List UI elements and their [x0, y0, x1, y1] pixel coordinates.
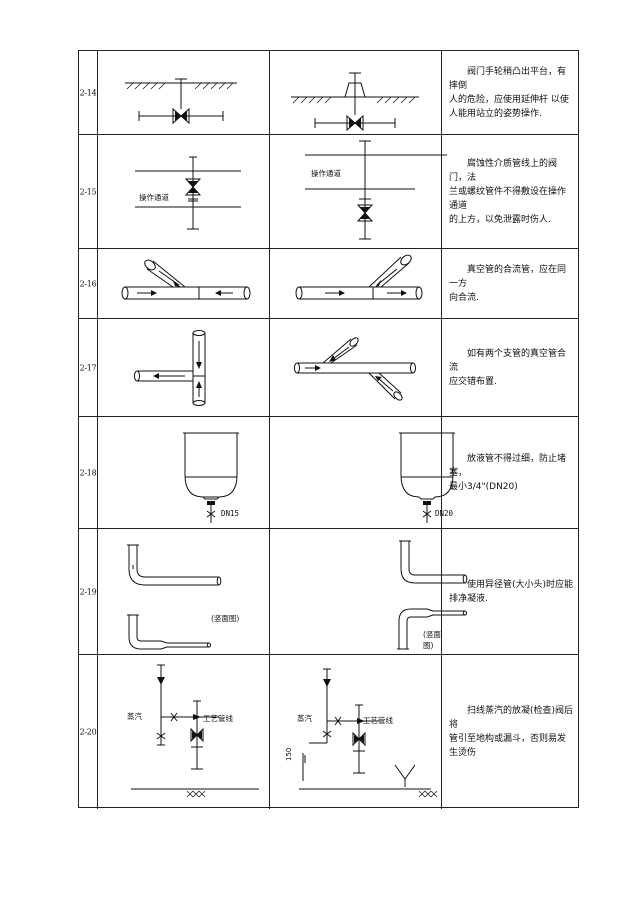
note-text: 如有两个支管的真空管合流 应交错布置. — [449, 348, 567, 387]
row-id-cell: 2-19 — [79, 529, 98, 654]
wrong-example-cell — [97, 249, 270, 318]
wrong-example-cell — [97, 51, 270, 134]
drain-dn15-wrong-diagram — [183, 432, 239, 523]
flange-below-walkway-diagram — [305, 140, 447, 240]
wrong-example-cell: (竖面图) — [97, 529, 270, 654]
drain-size-label: DN20 — [435, 509, 454, 518]
correct-example-cell — [269, 249, 442, 318]
staggered-branches-correct-diagram — [294, 337, 416, 401]
walkway-label: 操作通道 — [139, 193, 169, 202]
note-cell: 阀门手轮稍凸出平台，有摔倒 人的危险，应使用延伸杆 以使 人能用站立的姿势操作. — [441, 51, 578, 134]
steam-label: 蒸汽 — [127, 712, 142, 721]
pipe-layout-table: 2-14 — [78, 50, 579, 809]
flange-over-walkway-wrong-diagram — [135, 156, 241, 230]
row-id: 2-19 — [79, 587, 97, 596]
correct-example-cell: (竖面图) — [269, 529, 468, 654]
row-id: 2-15 — [79, 187, 97, 196]
note-cell: 放液管不得过细，防止堵塞， 最小3/4"(DN20) — [441, 417, 578, 528]
reducer-elbow-wrong-diagram — [127, 544, 222, 650]
table-row: 2-20 蒸汽 工艺管线 — [79, 655, 578, 809]
note-text: 扫线蒸汽的放凝(检查)阀后将 管引至地构或漏斗，否则易发生烫伤 — [449, 706, 574, 758]
correct-example-cell: DN20 — [269, 417, 455, 528]
view-label: (竖面图) — [211, 614, 240, 623]
note-text: 阀门手轮稍凸出平台，有摔倒 人的危险，应使用延伸杆 以使 人能用站立的姿势操作. — [449, 66, 569, 119]
dimension-label: 150 — [285, 747, 293, 761]
vacuum-merge-wrong-diagram — [121, 259, 251, 300]
note-text: 使用异径管(大小头)时应能 排净凝液. — [449, 579, 574, 604]
valve-extension-stem-diagram — [291, 72, 419, 132]
steam-purge-wrong-diagram — [131, 664, 259, 798]
reducer-elbow-correct-diagram — [397, 540, 468, 650]
walkway-label: 操作通道 — [311, 169, 341, 178]
wrong-example-cell: 蒸汽 工艺管线 — [97, 655, 270, 809]
row-id: 2-16 — [79, 279, 97, 288]
table-row: 2-16 — [79, 249, 578, 319]
note-cell: 扫线蒸汽的放凝(检查)阀后将 管引至地构或漏斗，否则易发生烫伤 — [441, 655, 578, 809]
note-text: 放液管不得过细，防止堵塞， 最小3/4"(DN20) — [449, 453, 567, 492]
note-text: 真空管的合流管，应在同一方 向合流. — [449, 264, 567, 303]
row-id-cell: 2-20 — [79, 655, 98, 809]
row-id: 2-14 — [79, 88, 97, 97]
note-text: 腐蚀性介质管线上的阀门，法 兰或螺纹管件不得敷设在操作通道 的上方，以免泄露时伤… — [449, 158, 567, 225]
vacuum-merge-correct-diagram — [295, 254, 423, 300]
row-id-cell: 2-15 — [79, 135, 98, 248]
row-id-cell: 2-18 — [79, 417, 98, 528]
view-label: (竖面图) — [423, 630, 441, 650]
correct-example-cell: 操作通道 — [269, 135, 447, 248]
table-row: 2-17 — [79, 319, 578, 417]
note-cell: 真空管的合流管，应在同一方 向合流. — [441, 249, 578, 318]
table-row: 2-14 — [79, 51, 578, 135]
correct-example-cell — [269, 51, 442, 134]
table-row: 2-19 (竖面图) — [79, 529, 578, 655]
opposed-branches-wrong-diagram — [134, 330, 206, 406]
row-id-cell: 2-14 — [79, 51, 98, 134]
note-cell: 如有两个支管的真空管合流 应交错布置. — [441, 319, 578, 416]
drain-size-label: DN15 — [221, 509, 240, 518]
correct-example-cell: 蒸汽 工艺管线 150 — [269, 655, 442, 809]
steam-purge-funnel-diagram — [299, 668, 438, 798]
wrong-example-cell: 操作通道 — [97, 135, 270, 248]
drain-dn20-correct-diagram — [399, 432, 455, 523]
table-row: 2-18 DN15 DN20 放液管不 — [79, 417, 578, 529]
steam-label: 蒸汽 — [297, 714, 312, 723]
note-cell: 腐蚀性介质管线上的阀门，法 兰或螺纹管件不得敷设在操作通道 的上方，以免泄露时伤… — [441, 135, 578, 248]
row-id-cell: 2-16 — [79, 249, 98, 318]
valve-handwheel-wrong-diagram — [125, 78, 237, 125]
correct-example-cell — [269, 319, 442, 416]
note-cell: 使用异径管(大小头)时应能 排净凝液. — [441, 529, 578, 654]
row-id: 2-17 — [79, 363, 97, 372]
row-id: 2-18 — [79, 468, 97, 477]
row-id: 2-20 — [79, 727, 97, 737]
table-row: 2-15 操作通道 — [79, 135, 578, 249]
row-id-cell: 2-17 — [79, 319, 98, 416]
wrong-example-cell — [97, 319, 270, 416]
process-line-label: 工艺管线 — [203, 714, 233, 723]
process-line-label: 工艺管线 — [363, 716, 393, 725]
wrong-example-cell: DN15 — [97, 417, 270, 528]
